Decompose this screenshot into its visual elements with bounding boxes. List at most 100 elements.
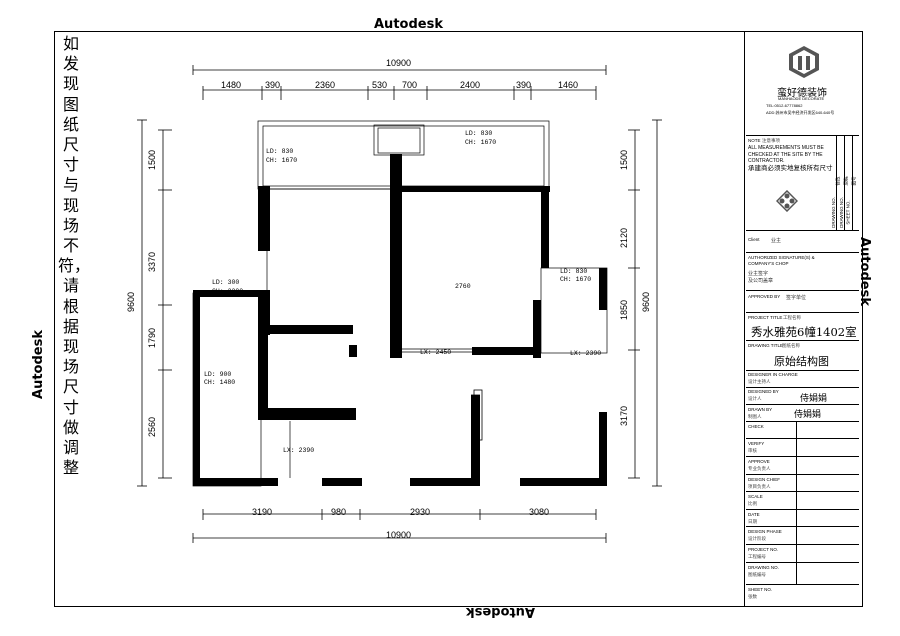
tb-line-approved (746, 290, 859, 291)
label-win-left-ch: CH: 2200 (212, 288, 244, 295)
dim-left-4: 2560 (147, 416, 158, 438)
drawing-title: 原始结构图 (774, 355, 829, 368)
tb-side-value-3: 图号 (851, 176, 857, 186)
drawn-label: DRAWN BY (748, 407, 773, 412)
approved-value: 签字单位 (786, 295, 807, 301)
designed-label-cn: 设计人 (748, 396, 762, 401)
row-cn-sheet-no: 张数 (748, 594, 757, 599)
row-cn-project-no: 工程编号 (748, 554, 766, 559)
dim-top-3: 2360 (315, 80, 336, 90)
tb-line-designed (746, 387, 859, 388)
project-label-cn: 工程名称 (783, 315, 801, 320)
tb-side-divider-1 (844, 135, 845, 230)
label-beam-right: LX: 2390 (570, 350, 602, 357)
label-win-right-ld: LD: 830 (560, 268, 588, 275)
tb-line-sheet-no (746, 584, 859, 585)
dim-top-1: 1480 (221, 80, 242, 90)
dim-bottom-4: 3080 (529, 507, 550, 517)
dim-top-5: 700 (402, 80, 418, 90)
label-win-top-right-ch: CH: 1670 (465, 139, 497, 146)
dim-top-2: 390 (265, 80, 281, 90)
label-beam-top: LX: 2390 (450, 187, 482, 194)
row-cn-verify: 审核 (748, 448, 757, 453)
project-title: 秀水雅苑6幢1402室 (751, 325, 857, 339)
tb-line-drawn (746, 404, 859, 405)
row-cn-design-phase: 设计阶段 (748, 536, 766, 541)
dim-bottom-3: 2930 (410, 507, 431, 517)
dim-right-2: 2120 (619, 227, 630, 249)
drawn-value: 侍娟娟 (794, 410, 822, 420)
row-cn-design-chief: 项目负责人 (748, 484, 771, 489)
tb-side-label-2: DRAWING NO. (838, 197, 844, 228)
tb-line-auth (746, 252, 859, 253)
tb-line-check (746, 421, 859, 422)
tb-line-scale (746, 491, 859, 492)
company-tel: TEL:0512-67778862 (766, 103, 803, 108)
tb-side-divider-2 (852, 135, 853, 230)
auth-label: AUTHORIZED SIGNATURE(S) & COMPANY'S CHOP (748, 255, 815, 266)
tb-value-column (796, 421, 797, 584)
tb-line-designer (746, 370, 859, 371)
tb-line-drawing (746, 340, 859, 341)
auth-value-2: 及公司盖章 (748, 278, 774, 284)
tb-side-column (836, 135, 861, 230)
row-cn-date: 日期 (748, 519, 757, 524)
row-label-scale: SCALE (748, 494, 763, 499)
designed-value: 侍娟娟 (800, 394, 828, 404)
drawing-label-cn: 图纸名称 (782, 343, 800, 348)
designer-label-cn: 设计主持人 (748, 379, 771, 384)
logo-icon (786, 44, 822, 80)
dim-top-6: 2400 (460, 80, 481, 90)
note-label: NOTE (748, 138, 761, 143)
dim-left-1: 1500 (147, 149, 158, 171)
dim-right-total: 9600 (641, 291, 652, 313)
drawing-label: DRAWING TITLE (748, 343, 784, 348)
tb-line-project (746, 312, 859, 313)
label-win-top-left-ld: LD: 830 (266, 148, 294, 155)
designer-label: DESIGNER IN CHARGE (748, 372, 798, 377)
company-name-en: MANHAODE DECORATE (778, 96, 825, 101)
dim-left-3: 1790 (147, 327, 158, 349)
note-text-en: ALL MEASUREMENTS MUST BE CHECKED AT THE … (748, 145, 824, 164)
row-label-design-chief: DESIGN CHIEF (748, 477, 781, 482)
row-cn-approve: 专业负责人 (748, 466, 771, 471)
tb-line-client (746, 230, 859, 231)
designed-label: DESIGNED BY (748, 389, 779, 394)
tb-side-label-1: DRAWING NO. (830, 197, 836, 228)
row-label-verify: VERIFY (748, 441, 765, 446)
label-win-left-ld: LD: 300 (212, 279, 240, 286)
row-label-sheet-no: SHEET NO. (748, 587, 773, 592)
label-win-top-right-ld: LD: 830 (465, 130, 493, 137)
dim-top-8: 1460 (558, 80, 579, 90)
row-cn-drawing-no: 图纸编号 (748, 572, 766, 577)
tb-side-label-3: SHEET NO. (845, 200, 851, 225)
label-win-left2-ld: LD: 900 (204, 371, 232, 378)
note-label-cn: 注意事项 (762, 138, 780, 143)
dim-top-total: 10900 (386, 58, 412, 68)
tb-line-note (746, 135, 859, 136)
tb-line-project-no (746, 544, 859, 545)
auth-value-1: 业主签字 (748, 271, 769, 277)
dim-left-total: 9600 (126, 291, 137, 313)
approved-label: APPROVED BY (748, 294, 781, 299)
label-win-right-ch: CH: 1670 (560, 276, 592, 283)
row-cn-scale: 比例 (748, 501, 757, 506)
dim-right-4: 3170 (619, 405, 630, 427)
row-label-project-no: PROJECT NO. (748, 547, 779, 552)
dim-left-2: 3370 (147, 251, 158, 273)
drawing-area-border (54, 31, 745, 607)
tb-line-approve (746, 456, 859, 457)
company-address: ADD:苏州市吴中经济开发区640-640号 (766, 110, 835, 115)
tb-line-drawing-no (746, 562, 859, 563)
row-label-design-phase: DESIGN PHASE (748, 529, 782, 534)
tb-side-value-2: 原稿 (843, 176, 849, 186)
label-beam-mid: LX: 2450 (420, 349, 452, 356)
label-win-top-left-ch: CH: 1670 (266, 157, 298, 164)
label-beam-bottom: LX: 2390 (283, 447, 315, 454)
label-win-left2-ch: CH: 1480 (204, 379, 236, 386)
tb-line-verify (746, 438, 859, 439)
note-text-cn: 承建商必须实地复核所有尺寸 (748, 165, 833, 172)
dim-bottom-1: 3190 (252, 507, 273, 517)
dim-bottom-total: 10900 (386, 530, 412, 540)
